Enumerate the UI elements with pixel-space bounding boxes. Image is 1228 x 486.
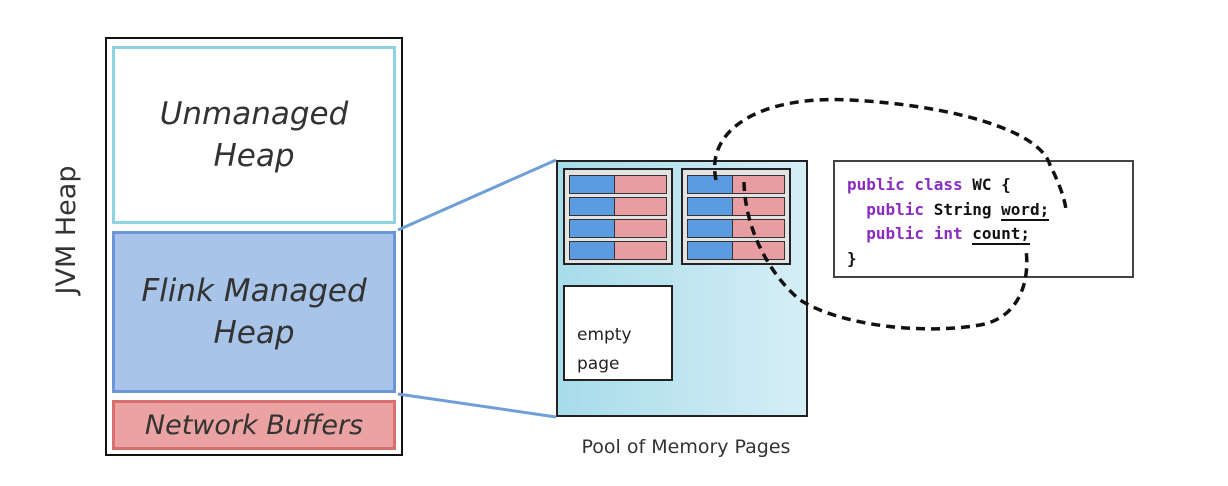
empty-page-label: empty page xyxy=(577,325,632,374)
serialized-record xyxy=(569,219,667,238)
code-token: WC { xyxy=(962,175,1011,194)
code-token: } xyxy=(847,248,857,268)
record-value-segment xyxy=(615,198,666,215)
code-line: public int count; xyxy=(847,222,1132,247)
record-value-segment xyxy=(733,220,784,237)
code-keyword: public int xyxy=(866,224,963,243)
count-reference-dashed-line xyxy=(742,181,1029,331)
pool-of-memory-pages-label: Pool of Memory Pages xyxy=(581,436,791,458)
zoom-connector-top xyxy=(397,158,557,232)
empty-memory-page: empty page xyxy=(563,285,673,381)
record-value-segment xyxy=(615,176,666,193)
record-value-segment xyxy=(615,242,666,259)
code-line: public class WC { xyxy=(847,173,1132,198)
serialized-record xyxy=(569,241,667,260)
record-key-segment xyxy=(688,242,734,259)
code-line: public String word; xyxy=(847,198,1132,223)
record-key-segment xyxy=(688,198,734,215)
network-buffers-region: Network Buffers xyxy=(112,400,396,450)
record-value-segment xyxy=(733,242,784,259)
word-reference-dashed-line xyxy=(712,97,1068,211)
serialized-record xyxy=(687,175,785,194)
code-snippet-box: public class WC { public String word; pu… xyxy=(833,160,1134,278)
serialized-record xyxy=(569,197,667,216)
code-keyword: public xyxy=(866,199,925,219)
record-key-segment xyxy=(570,242,616,259)
flink-managed-heap-region: Flink Managed Heap xyxy=(112,231,396,393)
serialized-record xyxy=(687,197,785,216)
code-field-name: count; xyxy=(972,224,1031,245)
record-value-segment xyxy=(615,220,666,237)
network-buffers-label: Network Buffers xyxy=(144,409,364,441)
code-token: String xyxy=(924,199,1002,219)
serialized-record xyxy=(687,219,785,238)
record-key-segment xyxy=(570,198,616,215)
code-keyword: public class xyxy=(847,175,963,194)
memory-page-filled xyxy=(563,168,673,265)
flink-managed-heap-label: Flink Managed Heap xyxy=(141,273,367,351)
record-key-segment xyxy=(688,220,734,237)
memory-page-filled xyxy=(681,168,791,265)
code-field-name: word; xyxy=(1001,199,1050,221)
unmanaged-heap-region: Unmanaged Heap xyxy=(112,46,396,224)
serialized-record xyxy=(569,175,667,194)
record-key-segment xyxy=(570,176,616,193)
unmanaged-heap-label: Unmanaged Heap xyxy=(159,96,349,174)
record-key-segment xyxy=(688,176,734,193)
zoom-connector-bottom xyxy=(397,392,557,419)
code-line: } xyxy=(847,247,1132,272)
record-key-segment xyxy=(570,220,616,237)
serialized-record xyxy=(687,241,785,260)
